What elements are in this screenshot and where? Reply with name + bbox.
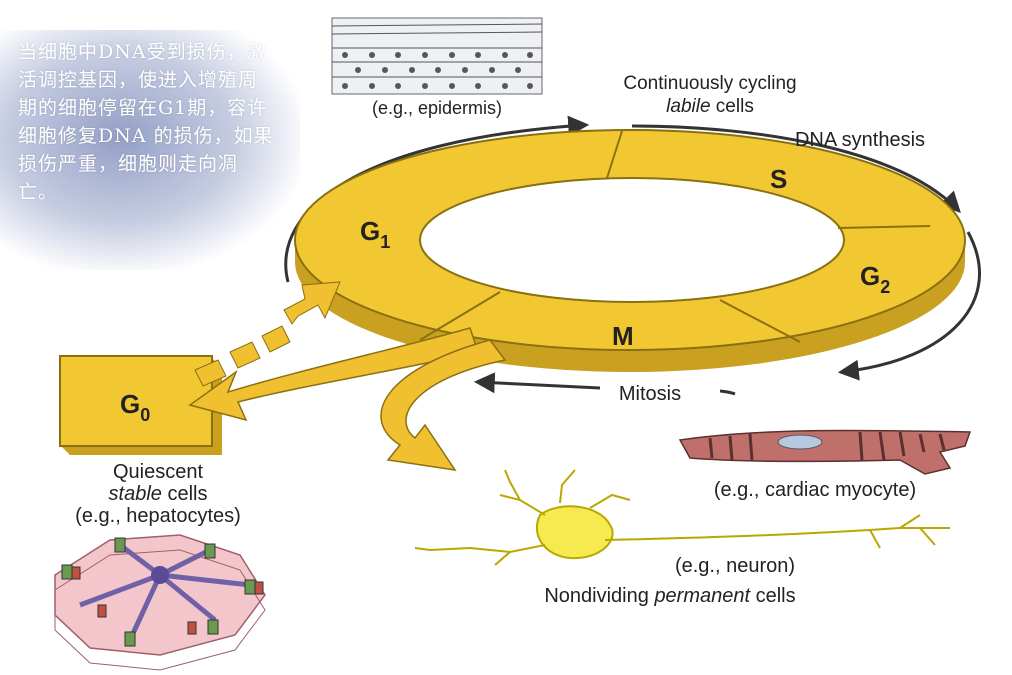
ring-divider-g1-s bbox=[606, 130, 623, 179]
mitosis-arrow-right bbox=[719, 389, 736, 396]
quiescent-label: Quiescent bbox=[113, 461, 203, 483]
dna-synthesis-label: DNA synthesis bbox=[795, 129, 925, 151]
m-to-nondividing-arrow bbox=[380, 339, 507, 471]
overlay-chinese-text: 当细胞中DNA受到损伤，激活调控基因，使进入增殖周期的细胞停留在G1期，容许细胞… bbox=[18, 41, 274, 203]
phase-s-label: S bbox=[770, 164, 787, 194]
mitosis-arrow bbox=[473, 372, 601, 394]
dna-synthesis-arrow bbox=[631, 124, 961, 214]
hepatocytes-label: (e.g., hepatocytes) bbox=[75, 505, 241, 527]
ring-divider-m-g1 bbox=[419, 291, 501, 341]
neuron-illustration bbox=[414, 469, 950, 566]
cell-cycle-ring bbox=[294, 129, 966, 372]
g0-to-g1-dashed-arrow bbox=[194, 281, 341, 387]
right-cycle-arrow bbox=[837, 231, 981, 381]
neuron-label: (e.g., neuron) bbox=[675, 555, 795, 577]
labile-label-line2: labile cells bbox=[666, 96, 754, 117]
phase-g2-label: G2 bbox=[860, 261, 890, 297]
labile-label-line1: Continuously cycling bbox=[623, 73, 796, 94]
ring-divider-g2-m bbox=[719, 299, 801, 343]
g0-box: G0 bbox=[59, 355, 222, 455]
stable-cells-label: stable cells bbox=[109, 483, 208, 505]
epidermis-illustration bbox=[331, 17, 543, 95]
ring-divider-s-g2 bbox=[837, 225, 931, 229]
nondividing-label: Nondividing permanent cells bbox=[544, 585, 795, 607]
phase-g0-label: G0 bbox=[120, 389, 150, 425]
mitosis-label: Mitosis bbox=[619, 383, 681, 405]
phase-m-label: M bbox=[612, 321, 634, 351]
epidermis-label: (e.g., epidermis) bbox=[372, 98, 502, 118]
phase-g1-label: G1 bbox=[360, 216, 390, 252]
cardiac-label: (e.g., cardiac myocyte) bbox=[714, 479, 916, 501]
background-blur bbox=[0, 30, 300, 270]
m-to-g0-arrow bbox=[188, 327, 479, 422]
cardiac-myocyte-illustration bbox=[678, 429, 972, 475]
hepatocyte-illustration bbox=[54, 534, 266, 671]
